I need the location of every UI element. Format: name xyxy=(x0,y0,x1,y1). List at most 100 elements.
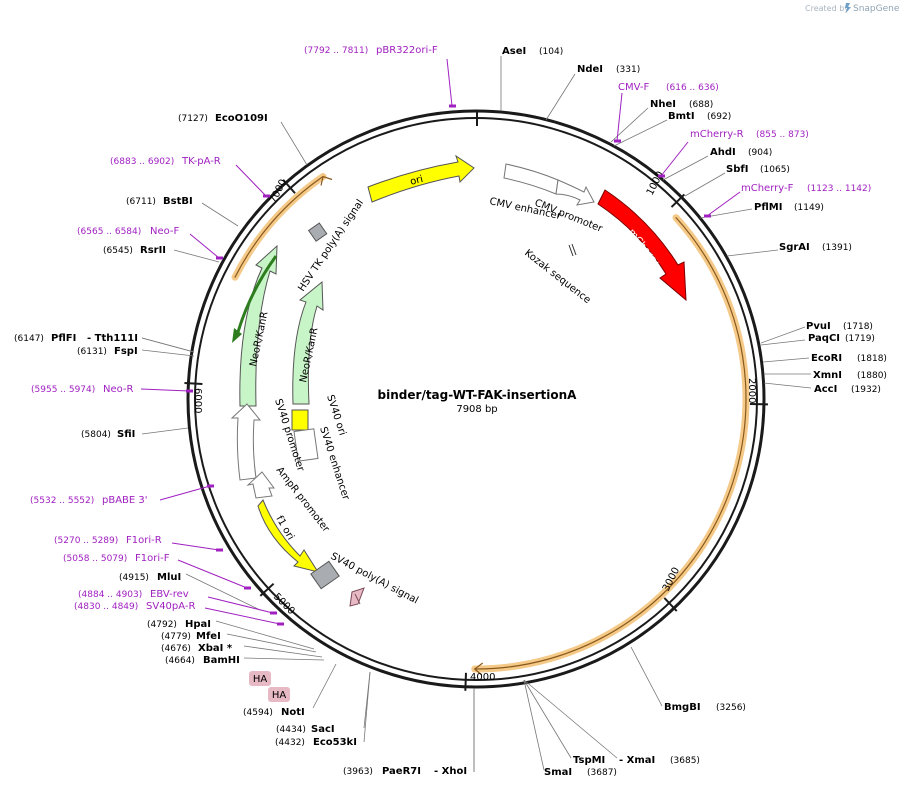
primer-position: (6565 .. 6584) xyxy=(77,227,141,237)
primer-mark xyxy=(216,548,223,552)
enzyme-leader xyxy=(613,119,668,147)
enzyme-site-label[interactable]: EcoO109I xyxy=(215,113,268,124)
enzyme-leader xyxy=(684,172,726,197)
enzyme-leader xyxy=(662,155,709,181)
enzyme-site-label[interactable]: PaeR7I xyxy=(382,766,421,777)
primer-label[interactable]: CMV-F xyxy=(618,82,649,93)
ha-badge-1[interactable]: HA xyxy=(249,671,271,686)
hsv-tk-polya-feature[interactable] xyxy=(307,222,328,242)
f1-ori-feature[interactable] xyxy=(257,499,320,573)
enzyme-site-label[interactable]: AseI xyxy=(502,46,526,57)
enzyme-site-label[interactable]: SgrAI xyxy=(779,242,810,253)
primer-label[interactable]: Neo-F xyxy=(150,226,180,237)
primer-leader xyxy=(616,92,623,142)
ori-feature[interactable] xyxy=(367,154,475,203)
neor-kanr-outer-feature[interactable] xyxy=(239,244,278,407)
cmv-enhancer-feature[interactable] xyxy=(503,163,559,195)
enzyme-leader xyxy=(610,107,649,143)
sv40-enhancer-feature[interactable] xyxy=(293,428,319,462)
enzyme-leader xyxy=(762,357,810,363)
primer-mark xyxy=(244,586,251,590)
enzyme-site-label[interactable]: NheI xyxy=(650,99,676,110)
tick-label-4000: 4000 xyxy=(470,672,495,683)
primer-label[interactable]: mCherry-R xyxy=(690,129,744,140)
enzyme-site-label[interactable]: NotI xyxy=(281,707,305,718)
enzyme-site-label[interactable]: XbaI * xyxy=(198,643,233,654)
enzyme-site-label[interactable]: PflMI xyxy=(754,202,782,213)
primer-mark xyxy=(658,174,665,178)
enzyme-site-position: (7127) xyxy=(178,114,208,124)
enzyme-site-label[interactable]: XmnI xyxy=(813,370,842,381)
enzyme-site-label[interactable]: SbfI xyxy=(726,164,748,175)
primer-label[interactable]: pBABE 3' xyxy=(102,495,148,506)
neor-kanr-inner-feature[interactable] xyxy=(292,280,324,405)
enzyme-leader xyxy=(312,663,337,709)
enzyme-site-label[interactable]: PflFI xyxy=(51,333,76,344)
primer-label[interactable]: TK-pA-R xyxy=(181,156,221,167)
enzyme-site-label[interactable]: BmtI xyxy=(668,111,695,122)
enzyme-site-label[interactable]: BmgBI xyxy=(664,702,701,713)
ori-label: ori xyxy=(409,174,424,188)
primer-leader xyxy=(446,58,453,107)
primer-mark xyxy=(449,104,456,108)
primer-leader xyxy=(171,542,220,551)
enzyme-site-label[interactable]: MluI xyxy=(157,572,181,583)
ha-badge-2[interactable]: HA xyxy=(268,687,290,702)
primer-label[interactable]: Neo-R xyxy=(103,384,134,395)
enzyme-site-label[interactable]: AhdI xyxy=(710,147,736,158)
primer-label[interactable]: EBV-rev xyxy=(150,589,189,600)
primer-label[interactable]: SV40pA-R xyxy=(146,601,195,612)
enzyme-site-label[interactable]: SfiI xyxy=(117,429,135,440)
sv40-polya-feature[interactable] xyxy=(310,560,340,590)
enzyme-site-label[interactable]: NdeI xyxy=(577,64,603,75)
credit-brand: SnapGene xyxy=(853,4,900,14)
primer-leader xyxy=(204,607,281,625)
cmv-promoter-feature[interactable] xyxy=(555,179,595,206)
enzyme-site-label[interactable]: - Tth111I xyxy=(87,333,138,344)
enzyme-site-label[interactable]: PvuI xyxy=(806,321,831,332)
orf-arc-main-arrowhead xyxy=(473,662,484,676)
enzyme-site-label[interactable]: - XhoI xyxy=(434,766,467,777)
enzyme-site-position: (5804) xyxy=(81,430,111,440)
enzyme-site-label[interactable]: BamHI xyxy=(203,655,240,666)
orf-arc-main-line xyxy=(474,217,747,670)
enzyme-site-position: (4594) xyxy=(243,708,273,718)
enzyme-site-label[interactable]: MfeI xyxy=(196,631,221,642)
kozak-mark-a xyxy=(568,244,574,257)
enzyme-site-label[interactable]: HpaI xyxy=(185,619,211,630)
sv40-promoter-feature[interactable] xyxy=(230,403,262,481)
enzyme-site-label[interactable]: SacI xyxy=(311,724,335,735)
enzyme-site-label[interactable]: SmaI xyxy=(544,767,572,778)
sv40-ori-feature[interactable] xyxy=(291,409,309,431)
sv40-polya-label: SV40 poly(A) signal xyxy=(329,551,420,607)
enzyme-site-label[interactable]: Eco53kI xyxy=(313,737,357,748)
orf-arc-main-bg xyxy=(471,214,750,673)
enzyme-site-position: (1718) xyxy=(843,322,873,332)
enzyme-site-label[interactable]: EcoRI xyxy=(811,353,842,364)
enzyme-site-label[interactable]: RsrII xyxy=(140,245,166,256)
enzyme-leader xyxy=(280,121,308,166)
primer-position: (5955 .. 5974) xyxy=(31,385,95,395)
enzyme-leader xyxy=(141,349,195,357)
enzyme-site-label[interactable]: FspI xyxy=(114,346,138,357)
primer-label[interactable]: pBR322ori-F xyxy=(376,45,438,56)
tick-4000 xyxy=(464,672,467,691)
enzyme-site-label[interactable]: PaqCI xyxy=(808,333,840,344)
enzyme-site-label[interactable]: BstBI xyxy=(163,196,193,207)
enzyme-site-position: (688) xyxy=(689,100,713,110)
snapgene-logo-icon xyxy=(845,3,851,13)
mcherry-feature[interactable] xyxy=(597,189,687,302)
enzyme-site-label[interactable]: AccI xyxy=(814,384,837,395)
enzyme-site-position: (1149) xyxy=(794,203,824,213)
ampr-promoter-feature[interactable] xyxy=(246,471,275,499)
plasmid-name: binder/tag-WT-FAK-insertionA xyxy=(378,388,578,402)
primer-label[interactable]: F1ori-R xyxy=(126,535,162,546)
primer-label[interactable]: F1ori-F xyxy=(135,553,170,564)
primer-label[interactable]: mCherry-F xyxy=(741,183,794,194)
enzyme-site-label[interactable]: - XmaI xyxy=(619,755,655,766)
tick-5000 xyxy=(259,582,275,597)
enzyme-site-label[interactable]: TspMI xyxy=(573,755,605,766)
enzyme-site-position: (1932) xyxy=(851,385,881,395)
primer-position: (5270 .. 5289) xyxy=(54,536,118,546)
neo-primer-arrowhead xyxy=(232,328,242,343)
